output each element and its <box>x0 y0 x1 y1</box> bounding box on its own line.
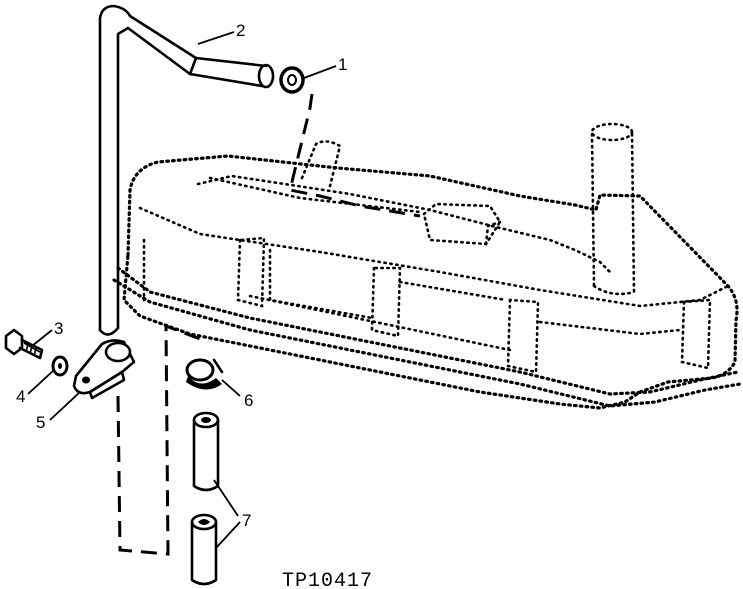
figure-id: TP10417 <box>282 570 373 589</box>
cap-screw <box>4 328 44 360</box>
hose-upper <box>192 411 220 492</box>
callout-1: 1 <box>338 55 347 74</box>
callout-3: 3 <box>54 319 63 338</box>
hose-clamp <box>185 358 224 390</box>
breather-tube <box>98 4 275 336</box>
callout-6: 6 <box>244 391 253 410</box>
callout-5: 5 <box>36 413 45 432</box>
clamp-bracket <box>72 339 136 400</box>
callout-7: 7 <box>242 511 251 530</box>
rocker-arm-cover <box>112 122 742 410</box>
callout-labels: 2 1 3 4 5 6 7 <box>16 21 347 530</box>
callout-4: 4 <box>16 387 25 406</box>
callout-2: 2 <box>236 21 245 40</box>
hidden-lines <box>116 93 421 556</box>
leader-lines <box>27 31 337 549</box>
washer <box>51 355 69 377</box>
hose-lower <box>190 513 218 586</box>
seal-ring <box>279 66 305 94</box>
